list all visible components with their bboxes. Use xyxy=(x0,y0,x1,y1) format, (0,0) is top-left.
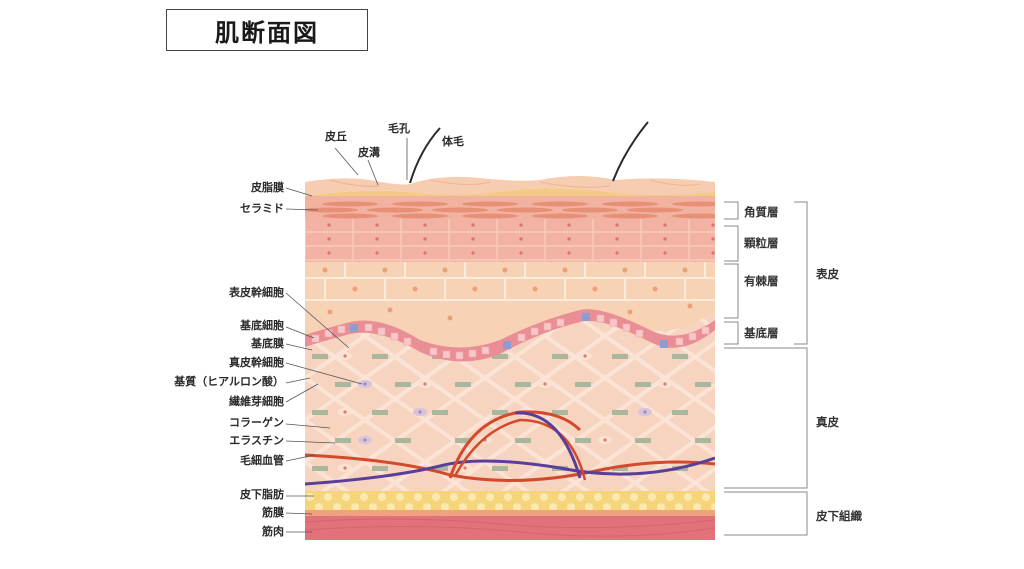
label-hika-soshiki: 皮下組織 xyxy=(816,509,862,523)
label-karyu: 顆粒層 xyxy=(744,236,779,250)
label-elastin: エラスチン xyxy=(229,434,284,447)
skin-surface xyxy=(305,176,715,196)
label-mousaikekkan: 毛細血管 xyxy=(240,454,284,467)
artery xyxy=(305,453,715,482)
vein xyxy=(305,456,715,486)
fascia-layer xyxy=(305,509,715,516)
label-kemou: 毛孔 xyxy=(388,122,410,135)
label-kiteimaku: 基底膜 xyxy=(251,337,284,350)
label-hikyu: 皮丘 xyxy=(325,130,347,143)
label-taimou: 体毛 xyxy=(442,135,464,148)
page-title: 肌断面図 xyxy=(166,9,368,51)
label-kinniku: 筋肉 xyxy=(262,525,284,538)
label-kitei: 基底層 xyxy=(744,326,779,340)
label-kakushitsu: 角質層 xyxy=(744,205,779,219)
stratum-corneum xyxy=(305,196,715,219)
label-collagen: コラーゲン xyxy=(229,416,284,429)
label-shinpi: 真皮 xyxy=(816,415,839,429)
label-kishitsu: 基質（ヒアルロン酸） xyxy=(174,375,284,388)
label-shinpi-kansaibou: 真皮幹細胞 xyxy=(229,356,284,369)
spinous-layer xyxy=(305,262,715,348)
label-ceramide: セラミド xyxy=(240,202,284,215)
label-hishimaku: 皮脂膜 xyxy=(251,181,284,194)
body-hair xyxy=(409,127,441,184)
label-hikou: 皮溝 xyxy=(358,146,380,159)
label-yuukyoku: 有棘層 xyxy=(744,274,779,288)
label-kinmaku: 筋膜 xyxy=(262,506,284,519)
granular-layer xyxy=(305,218,715,262)
label-hyohi: 表皮 xyxy=(816,267,839,281)
label-sen-i-gasaibou: 繊維芽細胞 xyxy=(229,395,284,408)
label-hyohi-kansaibou: 表皮幹細胞 xyxy=(229,286,284,299)
label-kitei-saibou: 基底細胞 xyxy=(240,319,284,332)
subcutaneous-fat-layer xyxy=(305,490,715,510)
label-hika-shibou: 皮下脂肪 xyxy=(240,488,284,501)
